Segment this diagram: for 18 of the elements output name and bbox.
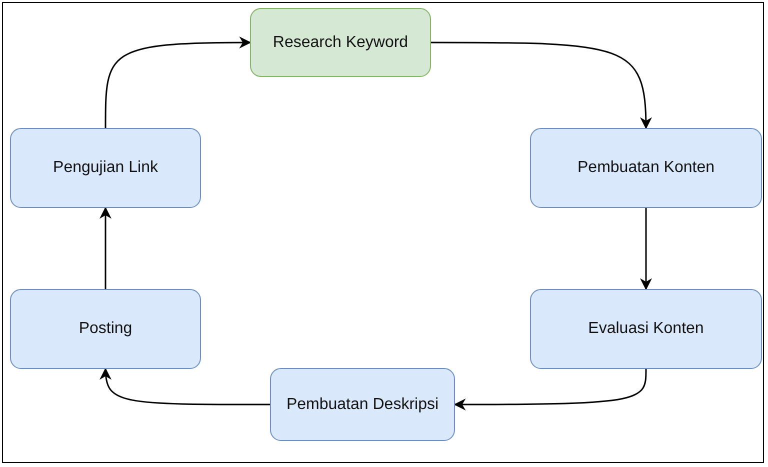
box-label: Evaluasi Konten	[588, 320, 704, 338]
process-box	[530, 128, 762, 208]
arrow	[454, 368, 647, 410]
arrow	[431, 42, 652, 130]
box-label: Research Keyword	[272, 34, 408, 52]
process-box	[250, 8, 431, 77]
arrow	[100, 206, 112, 289]
box-label: Pengujian Link	[53, 159, 158, 177]
box-label: Pembuatan Deskripsi	[286, 396, 439, 414]
arrow	[104, 36, 252, 128]
process-box	[270, 368, 455, 441]
arrow	[100, 368, 270, 406]
process-box	[530, 289, 762, 369]
arrow	[640, 208, 652, 290]
process-box	[10, 289, 201, 369]
box-label: Pembuatan Konten	[578, 159, 714, 177]
process-box	[10, 128, 201, 208]
box-label: Posting	[78, 320, 132, 338]
